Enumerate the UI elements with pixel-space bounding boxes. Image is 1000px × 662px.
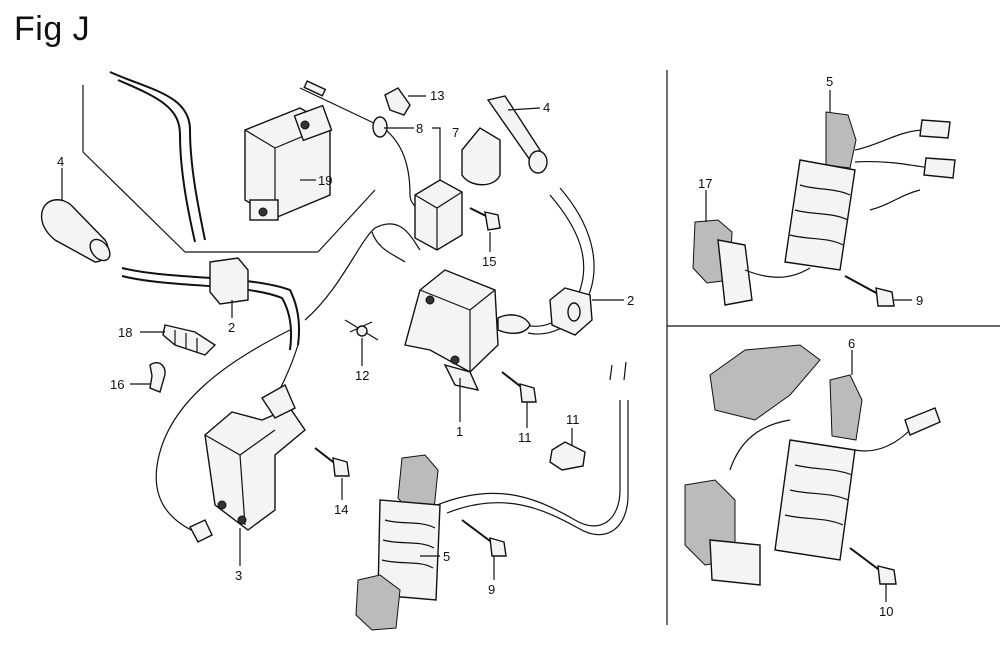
callout-2-right: 2 <box>627 293 634 308</box>
callout-5-lower: 5 <box>443 549 450 564</box>
bolt-9-upper <box>844 275 895 307</box>
coil-17 <box>692 219 811 306</box>
callout-2-left: 2 <box>228 320 235 335</box>
callout-15: 15 <box>482 254 496 269</box>
clip-16 <box>149 361 166 393</box>
grommet-2-right <box>549 287 593 336</box>
callout-12: 12 <box>355 368 369 383</box>
callout-17: 17 <box>698 176 712 191</box>
callout-4-left: 4 <box>57 154 64 169</box>
callout-9-lower: 9 <box>488 582 495 597</box>
leader-lines <box>61 90 912 602</box>
module-7 <box>414 179 463 251</box>
coil-assembly-6 <box>684 344 941 586</box>
callout-9-upper: 9 <box>916 293 923 308</box>
clip-12 <box>344 319 379 341</box>
callout-11-upper: 11 <box>518 430 532 445</box>
plug-cap-4-left <box>40 199 111 263</box>
wire-harness <box>109 71 629 536</box>
grommet-8 <box>299 80 388 138</box>
callout-16: 16 <box>110 377 124 392</box>
bolt-10 <box>849 547 897 585</box>
figure-title: Fig J <box>14 10 91 48</box>
charge-coil-5-lower <box>355 454 441 631</box>
callout-18: 18 <box>118 325 132 340</box>
callout-7: 7 <box>452 125 459 140</box>
bolt-11-lower <box>314 447 350 477</box>
callout-13: 13 <box>430 88 444 103</box>
callout-5-upper: 5 <box>826 74 833 89</box>
bracket-line <box>317 189 376 253</box>
grommet-2-left <box>209 257 249 305</box>
callout-11-lower: 14 <box>334 502 348 517</box>
callout-8: 8 <box>416 121 423 136</box>
callout-6: 6 <box>848 336 855 351</box>
bolt-9-lower <box>461 519 507 557</box>
plug-cap-4-right <box>461 95 548 186</box>
callout-3: 3 <box>235 568 242 583</box>
bolt-15 <box>469 207 501 231</box>
exciter-coil-1 <box>404 269 531 391</box>
ignition-coil-19 <box>244 104 333 221</box>
callout-10: 10 <box>879 604 893 619</box>
ignition-coil-3 <box>189 384 306 543</box>
clip-13 <box>384 87 411 116</box>
callout-labels: 13 8 7 4 4 19 15 2 2 18 12 16 1 11 11 14… <box>57 74 923 619</box>
bracket-line <box>82 151 186 253</box>
callout-1: 1 <box>456 424 463 439</box>
connector-18 <box>162 324 217 356</box>
callout-4-right: 4 <box>543 100 550 115</box>
clip-14 <box>549 441 586 471</box>
callout-19: 19 <box>318 173 332 188</box>
bolt-11-upper <box>501 371 537 403</box>
charge-coil-5-upper <box>784 111 956 271</box>
callout-14: 11 <box>566 412 580 427</box>
